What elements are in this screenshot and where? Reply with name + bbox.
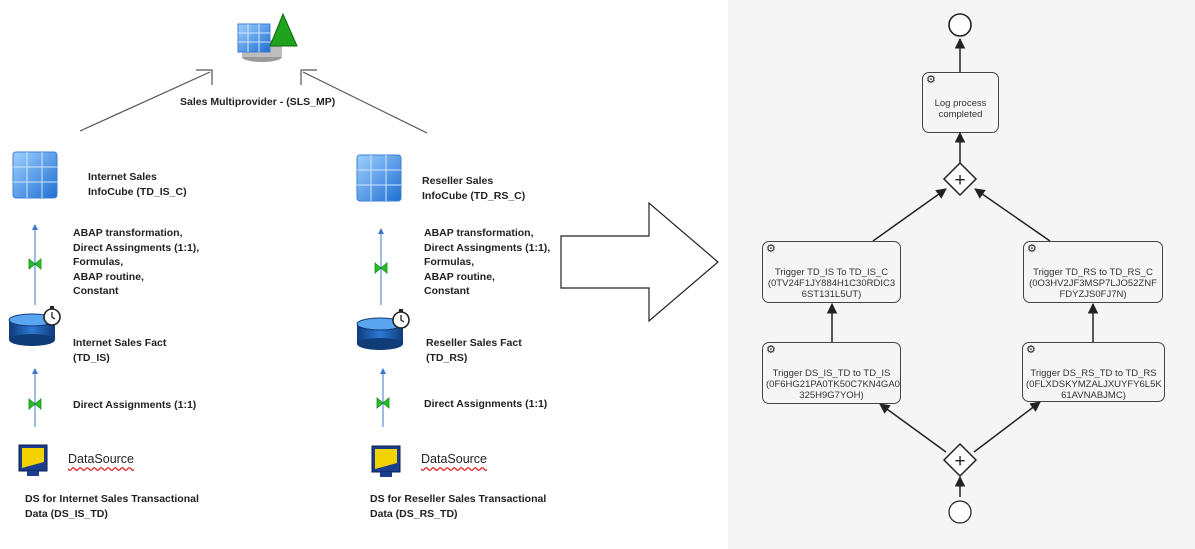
reseller-direct-connector: [376, 368, 390, 427]
internet-direct-connector: [28, 368, 42, 427]
gear-icon: ⚙: [1026, 344, 1036, 356]
reseller-direct-label: Direct Assignments (1:1): [424, 398, 548, 410]
task-is-c-label: Trigger TD_IS To TD_IS_C (0TV24F1JY884H1…: [767, 267, 896, 300]
join-gateway-symbol: +: [954, 170, 965, 191]
arrow-internet-to-multiprovider: [79, 69, 213, 132]
reseller-transformation-label: ABAP transformation, Direct Assingments …: [424, 227, 551, 297]
flow-is-c-to-join: [872, 188, 947, 242]
task-log-label: Log process completed: [934, 98, 987, 120]
internet-datasource-label: DataSource: [68, 452, 135, 466]
flow-split-to-ds-rs: [973, 401, 1041, 453]
end-event[interactable]: [948, 13, 972, 37]
reseller-transformation-connector: [374, 228, 388, 305]
internet-transformation-label: ABAP transformation, Direct Assingments …: [73, 227, 200, 297]
task-trigger-ds-is[interactable]: ⚙ Trigger DS_IS_TD to TD_IS (0F6HG21PA0TK…: [762, 342, 901, 404]
flow-rs-c-to-join: [974, 188, 1051, 242]
flow-split-to-ds-is: [879, 403, 947, 453]
parallel-split-gateway[interactable]: +: [942, 442, 978, 478]
process-connectors: + +: [826, 13, 1099, 524]
reseller-ds-label: DS for Reseller Sales Transactional Data…: [370, 493, 547, 520]
gear-icon: ⚙: [766, 243, 776, 255]
process-diagram: + + ⚙ Log process completed ⚙ Trigger TD_I…: [728, 0, 1195, 549]
gear-icon: ⚙: [766, 344, 776, 356]
internet-direct-label: Direct Assignments (1:1): [73, 399, 197, 411]
internet-fact-label: Internet Sales Fact (TD_IS): [73, 337, 167, 364]
model-connectors: [8, 12, 428, 477]
parallel-join-gateway[interactable]: +: [942, 161, 978, 197]
internet-datasource-icon: [18, 444, 48, 476]
task-ds-rs-label: Trigger DS_RS_TD to TD_RS (0FLXDSKYMZALJ…: [1026, 368, 1162, 401]
reseller-fact-label: Reseller Sales Fact (TD_RS): [426, 337, 522, 364]
task-rs-c-label: Trigger TD_RS to TD_RS_C (0O3HV2JF3MSP7L…: [1029, 267, 1157, 300]
internet-infocube-label: Internet Sales InfoCube (TD_IS_C): [88, 171, 187, 198]
task-log-process[interactable]: ⚙ Log process completed: [922, 72, 999, 133]
internet-transformation-connector: [28, 224, 42, 305]
internet-infocube-icon: [12, 151, 58, 199]
internet-fact-icon: [8, 306, 61, 346]
task-ds-is-label: Trigger DS_IS_TD to TD_IS (0F6HG21PA0TK5…: [766, 368, 900, 401]
reseller-datasource-label: DataSource: [421, 452, 488, 466]
reseller-infocube-label: Reseller Sales InfoCube (TD_RS_C): [422, 175, 526, 202]
bw-data-model: Sales Multiprovider - (SLS_MP) Internet …: [0, 0, 560, 549]
split-gateway-symbol: +: [954, 451, 965, 472]
gear-icon: ⚙: [926, 74, 936, 86]
arrow-reseller-to-multiprovider: [300, 69, 428, 134]
reseller-datasource-icon: [371, 445, 401, 477]
task-trigger-rs-c[interactable]: ⚙ Trigger TD_RS to TD_RS_C (0O3HV2JF3MSP7…: [1023, 241, 1163, 303]
task-trigger-is-c[interactable]: ⚙ Trigger TD_IS To TD_IS_C (0TV24F1JY884H…: [762, 241, 901, 303]
multiprovider-icon: [237, 12, 298, 62]
reseller-infocube-icon: [356, 154, 402, 202]
start-event[interactable]: [948, 500, 972, 524]
gear-icon: ⚙: [1027, 243, 1037, 255]
internet-ds-label: DS for Internet Sales Transactional Data…: [25, 493, 199, 520]
reseller-fact-icon: [356, 309, 410, 350]
multiprovider-label: Sales Multiprovider - (SLS_MP): [180, 96, 336, 108]
task-trigger-ds-rs[interactable]: ⚙ Trigger DS_RS_TD to TD_RS (0FLXDSKYMZAL…: [1022, 342, 1165, 402]
